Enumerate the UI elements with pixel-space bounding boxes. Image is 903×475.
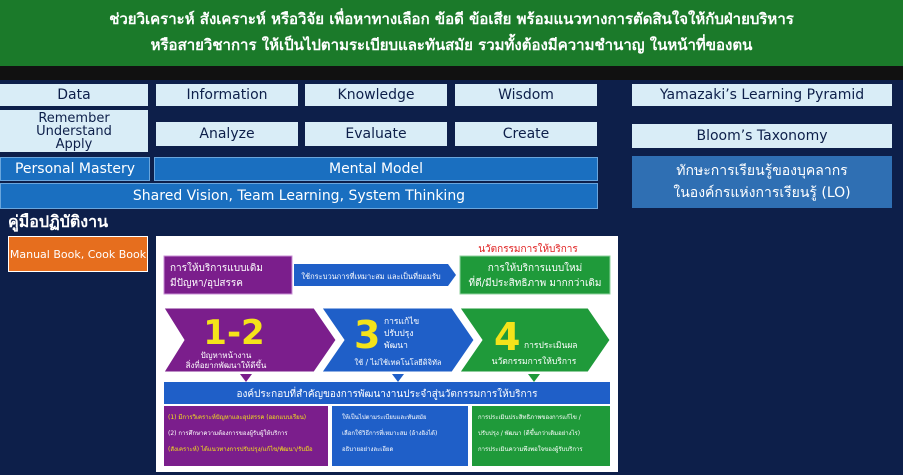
components-right-1: การประเมินประสิทธิภาพของการแก้ไข / — [478, 413, 582, 421]
label-information: Information — [156, 84, 298, 106]
lo-skills-box: ทักษะการเรียนรู้ของบุคลากร ในองค์กรแห่งก… — [632, 156, 892, 208]
innovation-label: นวัตกรรมการให้บริการ — [478, 243, 578, 255]
label-remember: Remember — [38, 110, 110, 126]
old-service-box — [163, 255, 293, 295]
down-arrow-right — [528, 374, 540, 382]
top-banner: ช่วยวิเคราะห์ สังเคราะห์ หรือวิจัย เพื่อ… — [0, 0, 903, 66]
banner-line-1: ช่วยวิเคราะห์ สังเคราะห์ หรือวิจัย เพื่อ… — [109, 10, 794, 28]
components-middle-box — [332, 406, 468, 466]
components-left-2: (2) การศึกษาความต้องการของผู้รับผู้ให้บร… — [168, 429, 288, 437]
old-service-line-2: มีปัญหา/อุปสรรค — [170, 277, 243, 289]
process-text: ใช้กระบวนการที่เหมาะสม และเป็นที่ยอมรับ — [301, 271, 440, 281]
label-mental-model: Mental Model — [154, 157, 598, 181]
components-right-box — [472, 406, 610, 466]
old-service-line-1: การให้บริการแบบเดิม — [170, 262, 263, 274]
manual-title: คู่มือปฏิบัติงาน — [8, 212, 109, 231]
lo-skills-line-1: ทักษะการเรียนรู้ของบุคลากร — [676, 163, 848, 179]
label-bloom-taxonomy: Bloom’s Taxonomy — [632, 124, 892, 148]
label-apply: Apply — [55, 136, 93, 152]
step-3-text-d: ใช้ / ไม่ใช้เทคโนโลยีดิจิทัล — [354, 358, 441, 367]
label-understand: Understand — [36, 123, 112, 139]
label-knowledge: Knowledge — [305, 84, 447, 106]
step-1-2-chevron — [163, 307, 337, 373]
components-title: องค์ประกอบที่สำคัญของการพัฒนางานประจำสู่… — [236, 386, 538, 400]
lo-skills-line-2: ในองค์กรแห่งการเรียนรู้ (LO) — [673, 185, 851, 201]
down-arrow-left — [240, 374, 252, 382]
process-arrow — [294, 264, 456, 286]
label-shared-vision: Shared Vision, Team Learning, System Thi… — [0, 183, 598, 209]
label-create: Create — [455, 122, 597, 146]
step-3-text-c: พัฒนา — [384, 341, 408, 351]
step-3-number: 3 — [354, 313, 380, 357]
step-1-2-number: 1-2 — [203, 313, 264, 353]
step-4-number: 4 — [494, 315, 520, 359]
banner-line-2: หรือสายวิชาการ ให้เป็นไปตามระเบียบและทัน… — [150, 36, 753, 54]
new-service-line-1: การให้บริการแบบใหม่ — [488, 262, 582, 274]
label-remember-understand-apply: Remember Understand Apply — [0, 110, 148, 152]
step-1-2-text-b: สิ่งที่อยากพัฒนาให้ดีขึ้น — [186, 359, 267, 370]
components-title-bar — [164, 382, 610, 404]
step-1-2-text-a: ปัญหาหน้างาน — [201, 351, 252, 360]
label-analyze: Analyze — [156, 122, 298, 146]
components-left-1: (1) มีการวิเคราะห์ปัญหาและอุปสรรค (ออกแบ… — [168, 413, 306, 421]
innovation-diagram-svg: นวัตกรรมการให้บริการ การให้บริการแบบเดิม… — [163, 243, 611, 466]
down-arrow-middle — [392, 374, 404, 382]
manual-book-box: Manual Book, Cook Book — [8, 236, 148, 272]
step-4-chevron — [459, 307, 611, 373]
components-middle-1: ให้เป็นไปตามระเบียบและทันสมัย — [342, 412, 426, 421]
components-middle-3: อธิบายอย่างละเอียด — [342, 445, 393, 453]
divider-strip — [0, 66, 903, 80]
step-3-chevron — [321, 307, 475, 373]
step-4-text-b: นวัตกรรมการให้บริการ — [492, 356, 577, 367]
label-yamazaki-pyramid: Yamazaki’s Learning Pyramid — [632, 84, 892, 106]
innovation-diagram: นวัตกรรมการให้บริการ การให้บริการแบบเดิม… — [156, 236, 618, 472]
label-personal-mastery: Personal Mastery — [0, 157, 150, 181]
components-right-2: ปรับปรุง / พัฒนา (ดีขึ้นกว่าเดิมอย่างไร) — [478, 427, 580, 437]
new-service-box — [459, 255, 611, 295]
label-data: Data — [0, 84, 148, 106]
label-evaluate: Evaluate — [305, 122, 447, 146]
step-3-text-a: การแก้ไข — [384, 316, 419, 327]
step-4-text-a: การประเมินผล — [524, 341, 578, 351]
components-left-3: (สังเคราะห์) ได้แนวทางการปรับปรุง/แก้ไข/… — [168, 445, 313, 453]
new-service-line-2: ที่ดี/มีประสิทธิภาพ มากกว่าเดิม — [469, 275, 602, 289]
components-left-box — [164, 406, 328, 466]
components-middle-2: เลือกใช้วิธีการที่เหมาะสม (อ้างอิงได้) — [342, 429, 437, 437]
label-wisdom: Wisdom — [455, 84, 597, 106]
components-right-3: การประเมินความพึงพอใจของผู้รับบริการ — [478, 445, 583, 453]
step-3-text-b: ปรับปรุง — [384, 329, 413, 339]
